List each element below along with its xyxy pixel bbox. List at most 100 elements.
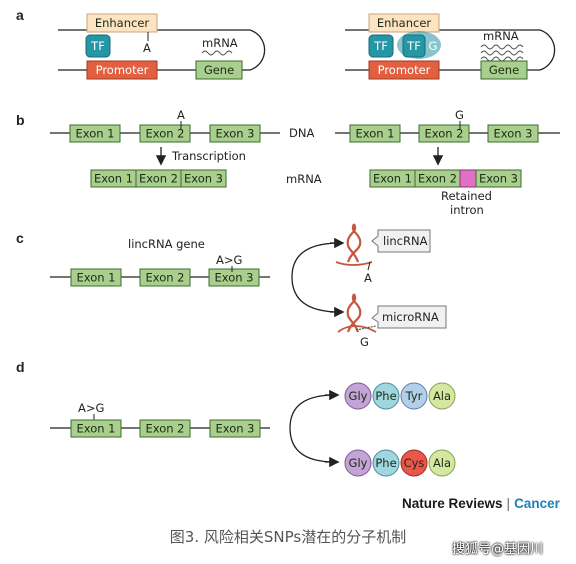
mrna-wave <box>480 44 524 50</box>
promoter-label: Promoter <box>378 63 431 77</box>
mrna-exon-label: Exon 2 <box>418 172 457 186</box>
exon-box <box>139 268 191 287</box>
microrna-callout <box>371 305 447 329</box>
amino-acid-cys <box>400 449 428 477</box>
brand-separator: | <box>506 496 511 511</box>
journal-brand: Nature Reviews|Cancer <box>402 496 560 511</box>
exon-box <box>209 419 261 438</box>
gene-label: Gene <box>489 63 519 77</box>
amino-acid-label: Gly <box>349 389 368 403</box>
panel-b-left: Exon 1 Exon 2 Exon 3 A Transcription Exo… <box>50 108 280 188</box>
exon-label: Exon 3 <box>215 422 254 436</box>
figure-caption: 图3. 风险相关SNPs潜在的分子机制 <box>169 528 407 546</box>
amino-acid-label: Cys <box>404 456 425 470</box>
allele-g-label: G <box>455 108 464 122</box>
gene-label: Gene <box>204 63 234 77</box>
lincrna-structure: A lincRNA <box>335 223 431 285</box>
microrna-structure: G microRNA <box>337 293 447 349</box>
branch-line <box>289 394 336 463</box>
exon-box <box>139 124 191 143</box>
amino-acid-label: Phe <box>375 389 396 403</box>
amino-acid-label: Ala <box>433 456 451 470</box>
allele-g-label: G <box>429 39 438 53</box>
exon-box <box>349 124 401 143</box>
tf-label-2: TF <box>406 39 421 53</box>
retained-intron-label-1: Retained <box>441 189 492 203</box>
amino-acid-ala <box>428 449 456 477</box>
retained-intron-box <box>459 169 477 188</box>
exon-label: Exon 3 <box>493 127 532 141</box>
brand-name: Nature Reviews <box>402 496 503 511</box>
exon-box <box>418 124 470 143</box>
branch-line <box>291 242 341 313</box>
exon-label: Exon 2 <box>145 422 184 436</box>
exon-box <box>70 419 122 438</box>
transcription-label: Transcription <box>171 149 246 163</box>
exon-label: Exon 3 <box>215 127 254 141</box>
amino-acid-label: Tyr <box>405 389 423 403</box>
exon-box <box>487 124 539 143</box>
exon-label: Exon 2 <box>145 127 184 141</box>
allele-change-label: A>G <box>78 401 104 415</box>
exon-label: Exon 1 <box>76 271 115 285</box>
amino-acid-label: Ala <box>433 389 451 403</box>
watermark: 搜狐号@基因川 <box>452 542 544 557</box>
microrna-allele-label: G <box>360 335 369 349</box>
enhancer-label: Enhancer <box>95 16 150 30</box>
promoter-label: Promoter <box>96 63 149 77</box>
gene-box <box>480 60 528 80</box>
tf-protein <box>85 34 111 58</box>
exon-box <box>69 124 121 143</box>
amino-acid-gly <box>344 382 372 410</box>
mrna-label: mRNA <box>483 29 519 43</box>
panel-a-left: Enhancer TF A mRNA Promoter Gene <box>58 13 266 80</box>
tf-protein-2 <box>402 34 426 58</box>
amino-acid-phe <box>372 449 400 477</box>
protein-bottom: Gly Phe Cys Ala <box>344 449 456 477</box>
panel-label-a: a <box>16 7 24 23</box>
exon-label: Exon 1 <box>355 127 394 141</box>
mrna-wave <box>201 50 233 56</box>
lincrna-gene-label: lincRNA gene <box>128 237 205 251</box>
amino-acid-label: Gly <box>349 456 368 470</box>
lincrna-label: lincRNA <box>383 234 428 248</box>
promoter-box <box>368 60 440 80</box>
allele-a-label: A <box>177 108 185 122</box>
amino-acid-tyr <box>400 382 428 410</box>
amino-acid-phe <box>372 382 400 410</box>
exon-box <box>70 268 122 287</box>
tf-label: TF <box>90 39 105 53</box>
panel-d-branch <box>289 389 340 468</box>
tf-protein <box>368 34 394 58</box>
lincrna-allele-label: A <box>364 271 372 285</box>
mrna-exon-label: Exon 3 <box>479 172 518 186</box>
retained-intron-label-2: intron <box>450 203 484 217</box>
exon-label: Exon 2 <box>424 127 463 141</box>
panel-b-right: Exon 1 Exon 2 Exon 3 G Exon 1 Exon 2 Exo… <box>335 108 560 217</box>
panel-c-branch <box>291 237 345 318</box>
microrna-label: microRNA <box>382 310 439 324</box>
exon-label: Exon 3 <box>214 271 253 285</box>
mrna-exon-label: Exon 3 <box>184 172 223 186</box>
dna-loop-left <box>58 29 266 71</box>
enhancer-box <box>368 13 440 33</box>
panel-label-c: c <box>16 230 24 246</box>
mrna-exon-label: Exon 1 <box>94 172 133 186</box>
panel-label-d: d <box>16 359 25 375</box>
allele-change-label: A>G <box>216 253 242 267</box>
mrna-exon-label: Exon 1 <box>373 172 412 186</box>
dna-label: DNA <box>289 126 314 140</box>
exon-label: Exon 2 <box>145 271 184 285</box>
mrna-exon-box <box>475 169 522 188</box>
amino-acid-label: Phe <box>375 456 396 470</box>
tf-label: TF <box>373 39 388 53</box>
protein-top: Gly Phe Tyr Ala <box>344 382 456 410</box>
panel-label-b: b <box>16 112 25 128</box>
panel-a-right: Enhancer TF TF G mRNA Promoter Gene <box>345 13 556 80</box>
lincrna-callout <box>371 229 431 253</box>
amino-acid-gly <box>344 449 372 477</box>
exon-box <box>209 124 261 143</box>
amino-acid-ala <box>428 382 456 410</box>
promoter-box <box>86 60 158 80</box>
